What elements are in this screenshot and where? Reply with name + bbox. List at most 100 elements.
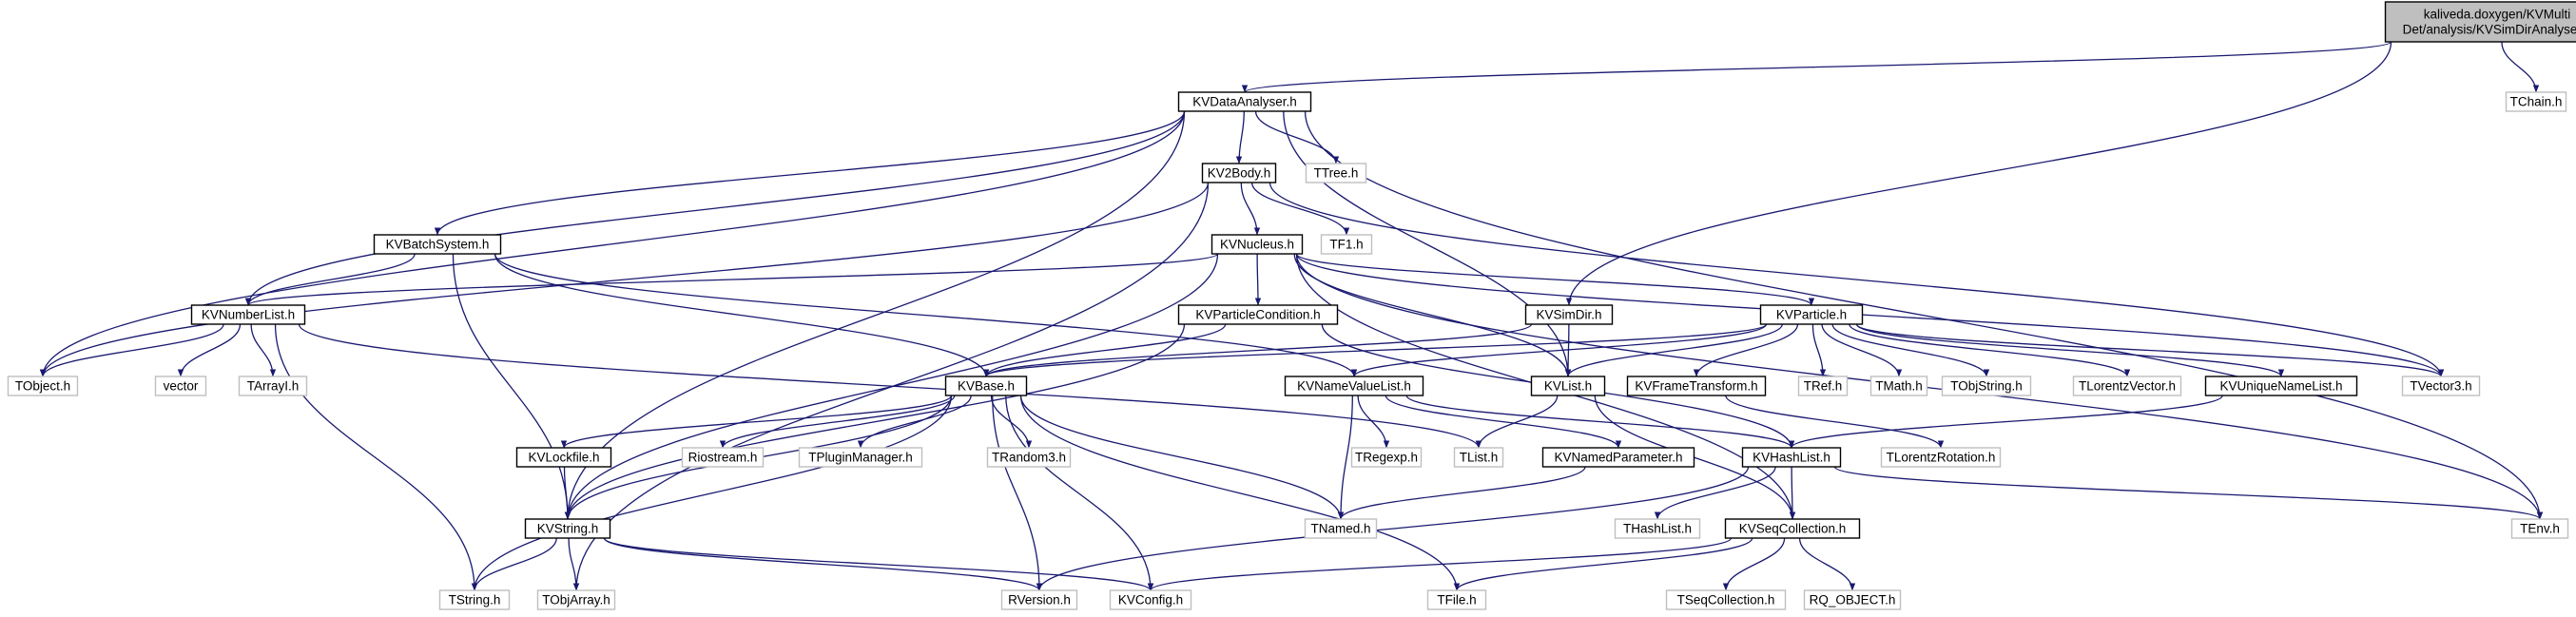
node-label: TObjArray.h xyxy=(542,593,610,607)
node-kvseqcollection[interactable]: KVSeqCollection.h xyxy=(1724,518,1861,539)
node-box xyxy=(2204,376,2358,396)
node-riostream: Riostream.h xyxy=(681,447,765,468)
node-kvnamedparameter[interactable]: KVNamedParameter.h xyxy=(1541,447,1695,468)
edge-kvnamevaluelist-to-kvhashlist xyxy=(1405,395,1795,449)
node-box xyxy=(1880,447,2002,468)
node-box xyxy=(2401,376,2481,396)
edge-kvparticle-to-kvuniquenamelist xyxy=(1855,323,2285,377)
edge-kvseqcollection-to-tfile xyxy=(1453,537,1753,591)
edge-kv2body-to-tf1 xyxy=(1250,182,1350,236)
edge-kvparticle-to-tref xyxy=(1811,323,1827,377)
node-tlorentzvector: TLorentzVector.h xyxy=(2072,376,2182,396)
node-kvnumberlist[interactable]: KVNumberList.h xyxy=(190,304,306,325)
edge-kvdataanalyser-to-kvnumberlist xyxy=(244,110,1186,306)
node-kvbatchsystem[interactable]: KVBatchSystem.h xyxy=(373,234,502,255)
node-kvlist[interactable]: KVList.h xyxy=(1530,376,1606,396)
node-label: TF1.h xyxy=(1329,238,1363,252)
edge-kvbase-to-kvlockfile xyxy=(560,395,953,449)
node-label: Det/analysis/KVSimDirAnalyser.h xyxy=(2403,23,2576,37)
node-label: KVSimDir.h xyxy=(1536,308,1601,322)
node-tvector3: TVector3.h xyxy=(2401,376,2481,396)
node-box xyxy=(1211,234,1304,255)
edge-kvdataanalyser-to-kv2body xyxy=(1235,110,1245,164)
edge-kvnucleus-to-kvlist xyxy=(1293,253,1572,377)
node-box xyxy=(1177,304,1339,325)
node-kvdataanalyser[interactable]: KVDataAnalyser.h xyxy=(1177,91,1312,112)
node-box xyxy=(1541,447,1695,468)
edge-kvseqcollection-to-kvconfig xyxy=(1147,537,1733,591)
node-box xyxy=(154,376,207,396)
edge-kvnumberlist-to-tobject xyxy=(39,323,224,377)
node-label: TRandom3.h xyxy=(992,451,1066,465)
node-kvlockfile[interactable]: KVLockfile.h xyxy=(515,447,612,468)
edge-kvnucleus-to-kvnumberlist xyxy=(245,253,1219,306)
node-tref: TRef.h xyxy=(1797,376,1849,396)
node-tseqcollection: TSeqCollection.h xyxy=(1665,589,1787,610)
node-label: KVNamedParameter.h xyxy=(1554,451,1682,465)
node-kvframetransform[interactable]: KVFrameTransform.h xyxy=(1626,376,1767,396)
node-kvbase[interactable]: KVBase.h xyxy=(944,376,1028,396)
edge-kvstring-to-rversion xyxy=(603,537,1043,591)
node-box xyxy=(515,447,612,468)
edge-kvbatchsystem-to-kvnamevaluelist xyxy=(494,253,1358,377)
node-label: TVector3.h xyxy=(2410,379,2471,394)
node-kvsimdir[interactable]: KVSimDir.h xyxy=(1524,304,1614,325)
node-label: KV2Body.h xyxy=(1208,166,1271,181)
node-box xyxy=(2384,1,2576,43)
node-label: TPluginManager.h xyxy=(808,451,913,465)
node-label: KVParticle.h xyxy=(1776,308,1847,322)
edge-kvbase-to-kvconfig xyxy=(1005,395,1154,591)
edge-kvnumberlist-to-vector xyxy=(177,323,242,377)
node-box xyxy=(1305,163,1367,183)
node-label: RQ_OBJECT.h xyxy=(1810,593,1896,607)
node-kvparticle[interactable]: KVParticle.h xyxy=(1759,304,1864,325)
node-box xyxy=(944,376,1028,396)
edge-kvbase-to-tfile xyxy=(1019,395,1461,591)
edge-kv2body-to-tobject xyxy=(39,182,1210,377)
node-trandom3: TRandom3.h xyxy=(986,447,1072,468)
edge-root-to-kvsimdir xyxy=(1565,41,2392,306)
node-box xyxy=(1177,91,1312,112)
node-label: KVString.h xyxy=(537,522,599,536)
node-tstring: TString.h xyxy=(438,589,511,610)
edge-kvseqcollection-to-rq_object xyxy=(1798,537,1856,591)
node-box xyxy=(1201,163,1277,183)
node-label: TRef.h xyxy=(1804,379,1843,394)
edge-kvnumberlist-to-tlist xyxy=(298,323,1482,449)
edge-kv2body-to-kvnucleus xyxy=(1240,182,1261,236)
node-kvnamevaluelist[interactable]: KVNameValueList.h xyxy=(1284,376,1424,396)
edge-kvsimdir-to-kvbase xyxy=(982,323,1533,377)
node-label: TObjString.h xyxy=(1950,379,2023,394)
node-kv2body[interactable]: KV2Body.h xyxy=(1201,163,1277,183)
node-kvstring[interactable]: KVString.h xyxy=(524,518,611,539)
edge-kvparticle-to-kvlist xyxy=(1564,323,1783,377)
edge-kvbase-to-tstring xyxy=(471,395,953,591)
node-box xyxy=(7,376,79,396)
edge-kvbase-to-tpluginmanager xyxy=(857,395,972,449)
node-kvparticlecondition[interactable]: KVParticleCondition.h xyxy=(1177,304,1339,325)
node-label: kaliveda.doxygen/KVMulti xyxy=(2424,8,2571,22)
edge-kvnamedparameter-to-tnamed xyxy=(1337,466,1586,520)
node-kvhashlist[interactable]: KVHashList.h xyxy=(1741,447,1842,468)
node-label: KVParticleCondition.h xyxy=(1195,308,1320,322)
node-tmath: TMath.h xyxy=(1869,376,1928,396)
node-kvuniquenamelist[interactable]: KVUniqueNameList.h xyxy=(2204,376,2358,396)
node-box xyxy=(190,304,306,325)
edge-kvparticlecondition-to-kvbase xyxy=(982,323,1227,377)
node-label: KVSeqCollection.h xyxy=(1739,522,1847,536)
edge-kv2body-to-tvector3 xyxy=(1269,182,2445,377)
edge-kvhashlist-to-thashlist xyxy=(1654,466,1776,520)
edge-kvnucleus-to-kvparticle xyxy=(1295,253,1815,306)
edge-kvbatchsystem-to-kvnumberlist xyxy=(244,253,416,306)
node-box xyxy=(1741,447,1842,468)
node-label: KVHashList.h xyxy=(1753,451,1830,465)
edge-kvbase-to-tnamed xyxy=(1019,395,1345,520)
edge-kvbatchsystem-to-kvstring xyxy=(452,253,571,520)
node-root[interactable]: kaliveda.doxygen/KVMultiDet/analysis/KVS… xyxy=(2384,1,2576,43)
edge-kvhashlist-to-rversion xyxy=(1036,466,1750,591)
node-kvnucleus[interactable]: KVNucleus.h xyxy=(1211,234,1304,255)
edge-kvnamevaluelist-to-tnamed xyxy=(1337,395,1353,520)
node-box xyxy=(1000,589,1078,610)
node-box xyxy=(681,447,765,468)
node-box xyxy=(1759,304,1864,325)
